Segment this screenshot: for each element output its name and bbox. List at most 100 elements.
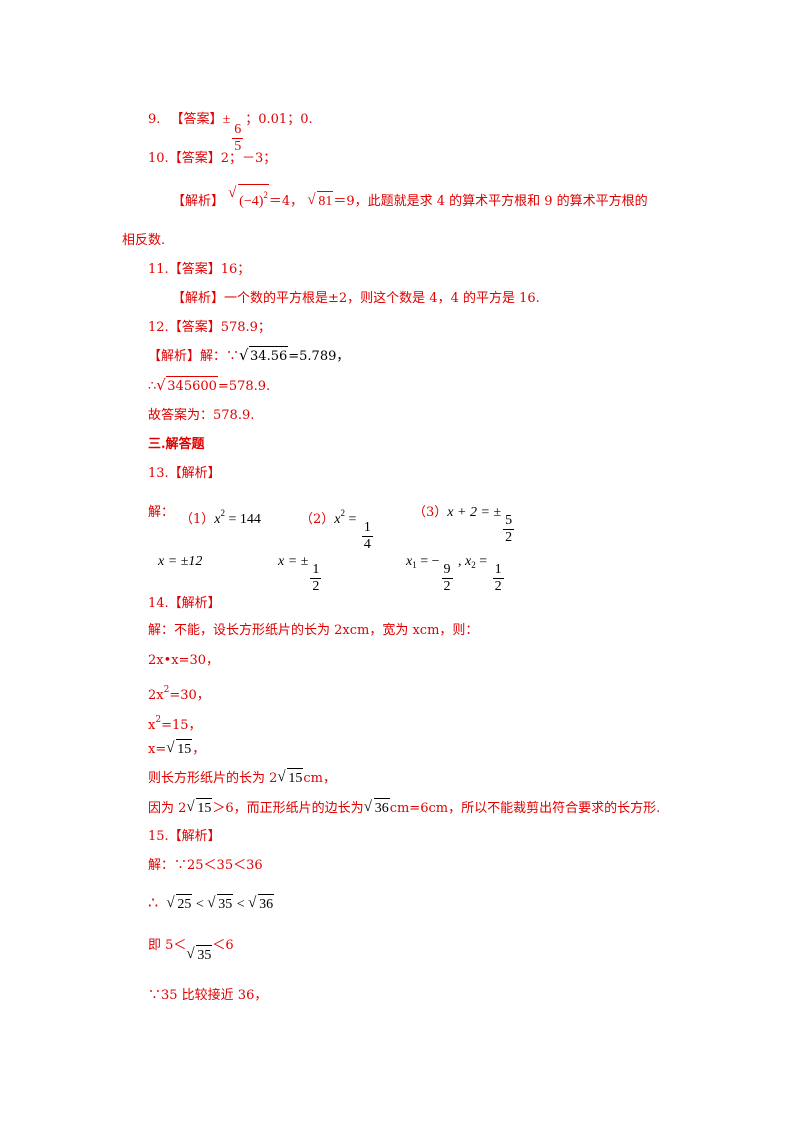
- q15-sqrt-25: 25: [166, 893, 193, 915]
- q13-s2-lhs: x = ±: [278, 554, 309, 569]
- q15-line-2: ∴ 25 < 35 < 36: [148, 893, 275, 915]
- q14-l7-sqrt-1: 15: [186, 797, 213, 819]
- q14-l7-b: ＞6，而正形纸片的边长为: [212, 801, 364, 816]
- q14-l6-sqrt: 15: [277, 767, 304, 789]
- q15-sqrt-36: 36: [248, 893, 275, 915]
- q13-s3-den2: 2: [494, 579, 502, 594]
- q12-answer-tag: 【答案】: [168, 320, 221, 335]
- q13-s3-sub1: 1: [412, 560, 417, 570]
- q15-line-3: 即 5＜ 35＜6: [148, 936, 234, 966]
- q11-answer-tag: 【答案】: [168, 262, 221, 277]
- q13-jie: 解：: [148, 505, 175, 520]
- q15-l3-sqrt: 35: [186, 944, 213, 966]
- q14-l3-exp: 2: [163, 685, 170, 695]
- q13-p2-equals: =: [345, 512, 360, 527]
- q13-p3-den: 2: [505, 530, 513, 545]
- q12-explanation-tag: 【解析】: [148, 349, 201, 364]
- q12-explanation-line-1: 【解析】解：∵34.56=5.789，: [148, 345, 350, 367]
- q13-p1-label: （1）: [180, 512, 215, 527]
- q9-frac-num: 6: [232, 122, 244, 139]
- q14-l5-sqrt: 15: [166, 738, 193, 760]
- q15-lt-2: <: [233, 897, 249, 912]
- q14-l5-b: ，: [192, 742, 206, 757]
- q14-heading: 14.【解析】: [148, 596, 221, 611]
- q14-l7-rad-1: 15: [196, 798, 213, 819]
- q10-sqrt-1-base: (−4): [239, 194, 264, 209]
- q13-heading: 13.【解析】: [148, 466, 221, 481]
- q15-l2-expr: 25 < 35 < 36: [166, 893, 275, 915]
- q10-sqrt-2: 81: [307, 190, 334, 212]
- q10-explanation-line: 【解析】 (−4)2＝4， 81＝9，此题就是求 4 的算术平方根和 9 的算术…: [172, 183, 648, 212]
- q12-answer: 578.9；: [220, 320, 271, 335]
- q14-line-4: x2=15，: [148, 710, 202, 736]
- q14-line-1: 解：不能，设长方形纸片的长为 2xcm，宽为 xcm，则：: [148, 623, 479, 638]
- q14-l7-sqrt-2: 36: [364, 797, 390, 819]
- q11-answer-line: 11.【答案】16；: [148, 260, 250, 280]
- q15-l3-rad: 35: [196, 945, 213, 966]
- q9-answer-tag: 【答案】: [170, 112, 223, 127]
- q13-s3-x2: x: [465, 554, 472, 569]
- q13-solution-1: x = ±12: [158, 552, 202, 572]
- q14-l3-b: =30，: [169, 688, 210, 703]
- q11-answer: 16；: [220, 262, 251, 277]
- q13-s3-comma: ,: [454, 554, 466, 569]
- q14-line-6: 则长方形纸片的长为 215cm，: [148, 767, 337, 789]
- q12-explanation-line-3: 故答案为：578.9.: [148, 408, 255, 423]
- q12-sqrt-2-rad: 345600: [166, 376, 218, 397]
- q12-sqrt-1: 34.56: [239, 345, 289, 367]
- q13-p3-lhs: x + 2 = ±: [447, 505, 502, 520]
- q15-l3-b: ＜6: [212, 938, 234, 953]
- q12-l2-post: =578.9.: [217, 379, 271, 394]
- q10-answer-line: 10.【答案】2；－3；: [148, 149, 276, 169]
- q13-s3-x1: x: [406, 554, 413, 569]
- q10-sqrt-1: (−4)2: [228, 183, 269, 212]
- q14-line-7: 因为 2 15＞6，而正形纸片的边长为36cm=6cm，所以不能裁剪出符合要求的长…: [148, 797, 661, 819]
- q14-line-5: x=15，: [148, 738, 206, 760]
- q13-s3-eq1: = −: [416, 554, 440, 569]
- q9-frac-den: 5: [234, 139, 242, 154]
- q13-p1-rhs: = 144: [225, 512, 261, 527]
- q13-p2-num: 1: [361, 520, 373, 537]
- q10-eq-2: ＝9，此题就是求 4 的算术平方根和 9 的算术平方根的: [333, 194, 648, 209]
- q13-p3-num: 5: [503, 513, 515, 530]
- q15-sqrt-35: 35: [207, 893, 234, 915]
- q14-line-2: 2x•x=30，: [148, 653, 220, 668]
- q10-eq-1: ＝4，: [268, 194, 304, 209]
- q14-l7-c: cm=6cm，所以不能裁剪出符合要求的长方形.: [389, 801, 661, 816]
- q13-s1-text: x = ±12: [158, 554, 203, 569]
- q10-sqrt-1-exp: 2: [263, 190, 268, 200]
- q13-s3-sub2: 2: [471, 560, 476, 570]
- q13-part-1: （1）x2 = 144: [180, 503, 261, 530]
- q15-l3-a: 即 5＜: [148, 938, 187, 953]
- q14-l3-a: 2x: [148, 688, 164, 703]
- q14-l7-a: 因为 2: [148, 801, 187, 816]
- q15-line-1: 解：∵25＜35＜36: [148, 858, 263, 873]
- q13-p1-exp: 2: [220, 508, 226, 518]
- q9-rest: ；0.01；0.: [245, 112, 313, 127]
- q9-pm: ±: [222, 112, 231, 127]
- q15-line-4: ∵35 比较接近 36，: [148, 988, 268, 1003]
- q12-l2-pre: ∴: [148, 379, 157, 394]
- q11-explanation-line: 【解析】一个数的平方根是±2，则这个数是 4，4 的平方是 16.: [172, 289, 540, 309]
- q12-l1-pre: 解：∵: [200, 349, 240, 364]
- q14-l6-b: cm，: [303, 771, 337, 786]
- q15-rad-35: 35: [217, 894, 234, 915]
- q14-l5-rad: 15: [176, 739, 193, 760]
- q14-l4-a: x: [148, 718, 156, 733]
- q13-p1-eq: x2 = 144: [214, 508, 261, 527]
- q12-l1-post: =5.789，: [288, 349, 350, 364]
- q10-explanation-tag: 【解析】: [172, 194, 225, 209]
- q13-s2-den: 2: [312, 579, 320, 594]
- q13-p2-label: （2）: [300, 512, 335, 527]
- q12-answer-line: 12.【答案】578.9；: [148, 318, 271, 338]
- q13-p2-den: 4: [363, 537, 371, 552]
- q11-explanation: 一个数的平方根是±2，则这个数是 4，4 的平方是 16.: [224, 291, 540, 306]
